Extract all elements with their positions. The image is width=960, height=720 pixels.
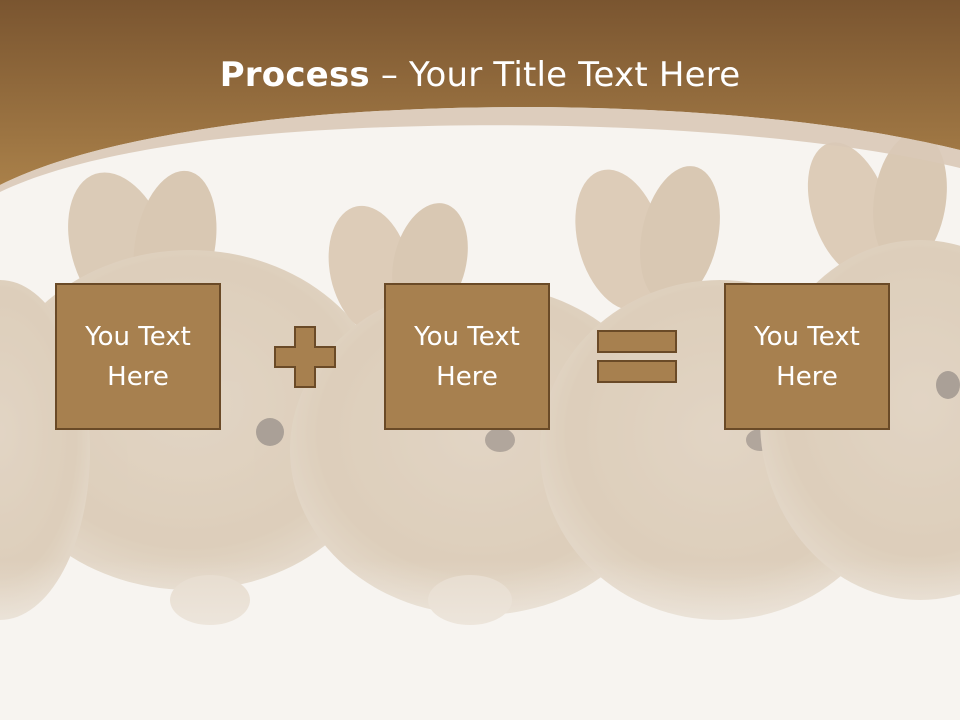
plus-icon: [274, 326, 336, 388]
title-bold-text: Process: [219, 55, 370, 95]
process-box-2-label: You Text Here: [414, 321, 520, 392]
slide-title: Process – Your Title Text Here: [0, 54, 960, 96]
process-box-3-label: You Text Here: [754, 321, 860, 392]
process-box-1[interactable]: You Text Here: [55, 283, 221, 430]
title-rest-text: – Your Title Text Here: [369, 55, 741, 95]
process-box-1-label: You Text Here: [85, 321, 191, 392]
process-box-2[interactable]: You Text Here: [384, 283, 550, 430]
equals-icon: [597, 330, 677, 383]
process-box-3[interactable]: You Text Here: [724, 283, 890, 430]
